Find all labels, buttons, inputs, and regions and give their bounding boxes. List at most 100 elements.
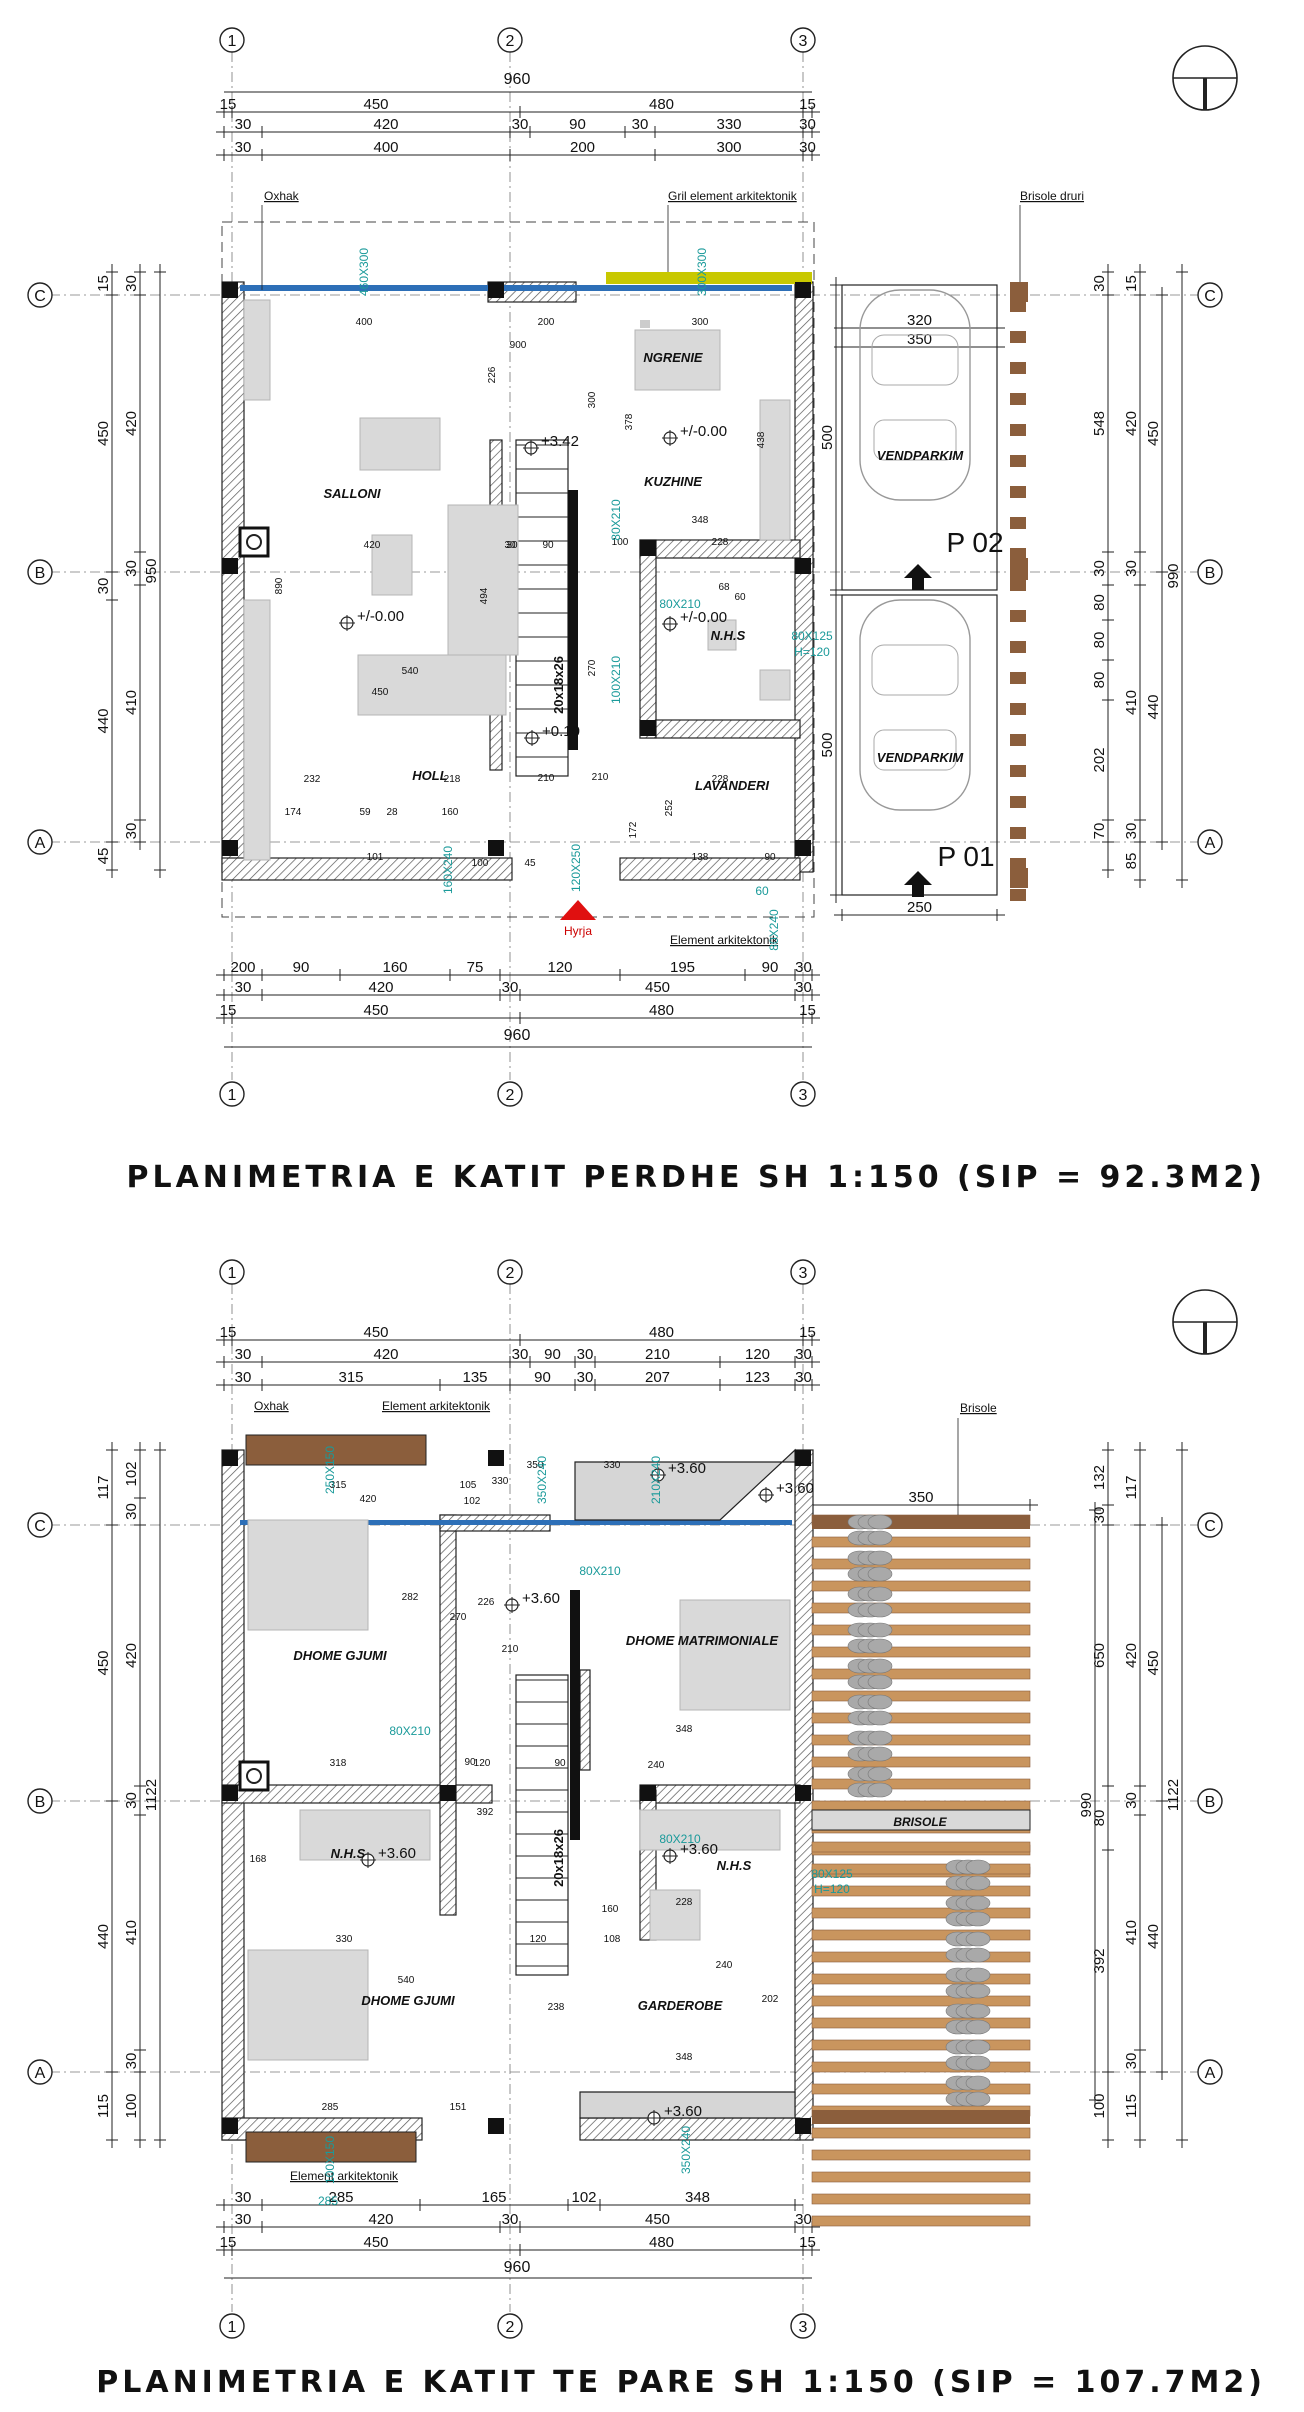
level-label: +3.60 <box>664 2103 702 2120</box>
dimension-value: 135 <box>462 1369 487 1386</box>
interior-dimension: 30 <box>504 540 516 551</box>
axis-label: A <box>35 2065 46 2082</box>
glazing-line <box>240 285 792 291</box>
axis-bubble-right <box>1197 1512 1223 1538</box>
brisole-post <box>1010 424 1026 436</box>
interior-dimension: 450 <box>372 687 389 698</box>
element-arkitektonik-label: Element arkitektonik <box>382 1399 491 1413</box>
plant-icon <box>847 1766 893 1798</box>
axis-bubble-left <box>27 1512 53 1538</box>
axis-label: A <box>1205 835 1216 852</box>
dimension-value: 450 <box>363 1002 388 1019</box>
dimension-value: 30 <box>235 1369 252 1386</box>
opening-label: 250X150 <box>323 1446 337 1494</box>
dimension-value: 990 <box>1165 563 1182 588</box>
interior-dimension: 105 <box>460 1480 477 1491</box>
interior-dimension: 228 <box>712 537 729 548</box>
interior-dimension: 120 <box>530 1934 547 1945</box>
brisole-post <box>1010 393 1026 405</box>
axis-label: A <box>35 835 46 852</box>
dimension-value: 650 <box>1091 1643 1108 1668</box>
parking-arrow-icon <box>904 564 932 590</box>
level-label: +/-0.00 <box>680 609 727 626</box>
stair-label: 20x18x26 <box>551 1829 566 1887</box>
plant-leaf <box>867 1622 893 1638</box>
furniture-shape <box>243 299 271 401</box>
plant-icon <box>945 2003 991 2035</box>
brisole-label: Brisole <box>960 1401 997 1415</box>
interior-dimension: 392 <box>477 1807 494 1818</box>
gril-element <box>606 272 812 284</box>
dimension-value: 15 <box>220 96 237 113</box>
balcony-slab <box>574 1448 796 1521</box>
brisole-post <box>1010 610 1026 622</box>
dimension-value: 15 <box>220 1324 237 1341</box>
plant-icon <box>945 1931 991 1963</box>
plant-leaf <box>867 1602 893 1618</box>
interior-wall <box>639 539 657 739</box>
plant-leaf <box>867 1586 893 1602</box>
interior-dimension: 540 <box>402 666 419 677</box>
brisole-slat <box>811 1951 1031 1963</box>
dimension-value: 330 <box>716 116 741 133</box>
dimension-value: 30 <box>123 1503 140 1520</box>
dimension-value: 30 <box>795 1346 812 1363</box>
axis-label: B <box>1205 565 1216 582</box>
axis-bubble-right <box>1197 282 1223 308</box>
entry-arrow-icon <box>560 900 596 920</box>
interior-dimension: 172 <box>628 821 639 838</box>
plant-leaf <box>965 2003 991 2019</box>
dimension-value: 450 <box>1145 421 1162 446</box>
dimension-value: 440 <box>1145 694 1162 719</box>
opening-label: 80X240 <box>767 909 781 951</box>
axis-bubble-bottom <box>219 1081 245 1107</box>
brisole-slat <box>811 2149 1031 2161</box>
axis-bubble-top <box>219 1259 245 1285</box>
dimension-value: 15 <box>799 1002 816 1019</box>
dimension-value: 160 <box>382 959 407 976</box>
brisole-slat <box>811 1558 1031 1570</box>
brisole-slat <box>811 2127 1031 2139</box>
dimension-value: 420 <box>368 979 393 996</box>
plant-leaf <box>867 1710 893 1726</box>
plant-leaf <box>867 1550 893 1566</box>
room-name: LAVANDERI <box>695 778 769 793</box>
furniture-shape <box>759 669 791 701</box>
room-name: GARDEROBE <box>638 1998 723 2013</box>
plant-leaf <box>965 1931 991 1947</box>
oxhak-label: Oxhak <box>264 189 300 203</box>
interior-dimension: 420 <box>360 1494 377 1505</box>
dimension-value: 120 <box>547 959 572 976</box>
dimension-value: 30 <box>795 959 812 976</box>
dimension-value: 30 <box>1123 1792 1140 1809</box>
structural-column <box>222 1450 238 1466</box>
dimension-value: 450 <box>645 979 670 996</box>
opening-tag: 80X210 <box>659 597 701 611</box>
furniture-shape <box>447 504 519 656</box>
interior-dimension: 226 <box>478 1597 495 1608</box>
plant-leaf <box>965 1859 991 1875</box>
furniture-shape <box>649 1889 701 1941</box>
oxhak-label: Oxhak <box>254 1399 290 1413</box>
axis-bubble-bottom <box>497 1081 523 1107</box>
opening-label: H=120 <box>814 1882 850 1896</box>
opening-label: 210X240 <box>649 1456 663 1504</box>
interior-dimension: 300 <box>692 317 709 328</box>
axis-label: 2 <box>506 1087 515 1104</box>
dimension-value: 30 <box>1123 823 1140 840</box>
interior-dimension: 282 <box>402 1592 419 1603</box>
dimension-value: 410 <box>123 1920 140 1945</box>
west-wall <box>221 281 245 873</box>
opening-tag: 350X240 <box>535 1456 549 1504</box>
dimension-value: 30 <box>235 979 252 996</box>
dimension-value: 440 <box>1145 1924 1162 1949</box>
interior-dimension: 348 <box>676 2052 693 2063</box>
brisole-post <box>1010 734 1026 746</box>
brisole-slat <box>811 1863 1031 1875</box>
dimension-value: 30 <box>123 2053 140 2070</box>
fireplace-icon <box>246 1768 262 1784</box>
dimension-value: 285 <box>328 2189 353 2206</box>
axis-label: 3 <box>799 1265 808 1282</box>
dimension-value: 30 <box>1123 2053 1140 2070</box>
dimension-value: 300 <box>716 139 741 156</box>
